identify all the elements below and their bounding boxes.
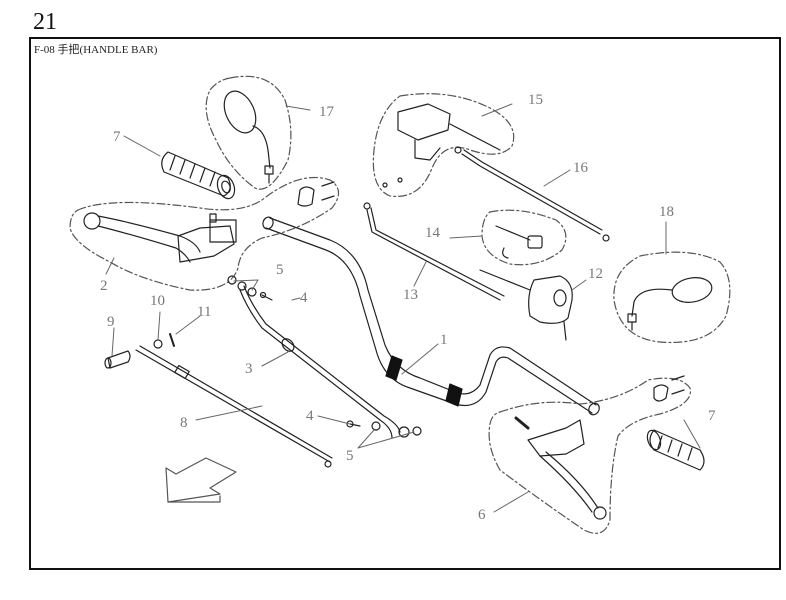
left-grip-part[interactable] [161,151,238,201]
washer-upper-part[interactable] [227,275,257,297]
callout-14: 14 [425,225,441,241]
throttle-housing-part[interactable] [372,93,515,198]
left-mirror-part[interactable] [205,75,292,190]
right-mirror-part[interactable] [613,251,731,344]
callout-17: 17 [319,104,335,120]
diagram-title: F-08 手把(HANDLE BAR) [34,44,158,56]
callout-5-upper: 5 [276,262,284,278]
pin-part[interactable] [104,350,131,369]
callout-11: 11 [197,304,211,320]
leader-lines [105,103,701,513]
callout-3: 3 [245,361,253,377]
front-direction-arrow-icon [165,457,237,503]
handle-bar-part[interactable] [261,216,601,417]
callout-8: 8 [180,415,188,431]
callout-18: 18 [659,204,674,220]
cable-13-part[interactable] [363,202,505,301]
callout-5-lower: 5 [346,448,354,464]
callout-6: 6 [478,507,486,523]
switch-housing-part[interactable] [479,269,573,341]
clutch-lever-assembly-part[interactable] [69,176,340,291]
cotter-pin-part[interactable] [169,333,175,347]
switch-14-part[interactable] [481,209,567,266]
callout-13: 13 [403,287,418,303]
washer-lower-part[interactable] [371,421,422,436]
callout-2: 2 [100,278,108,294]
clutch-cable-part[interactable] [135,345,333,468]
callout-4-lower: 4 [306,408,314,424]
callout-15: 15 [528,92,543,108]
bolt-upper-part[interactable] [259,291,273,301]
callout-1: 1 [440,332,448,348]
throttle-cable-part[interactable] [454,146,610,242]
washer-small-part[interactable] [153,339,163,349]
callout-7-left: 7 [113,129,121,145]
diagram-frame [29,37,781,570]
bolt-lower-part[interactable] [346,420,361,428]
callout-4-upper: 4 [300,290,308,306]
brake-hose-part[interactable] [237,281,410,439]
callout-12: 12 [588,266,603,282]
callout-labels: 1 2 3 4 4 5 5 6 7 7 8 9 10 11 12 13 14 1… [100,92,716,523]
front-brake-lever-part[interactable] [488,375,692,534]
callout-16: 16 [573,160,589,176]
page-number: 21 [33,9,57,35]
right-grip-part[interactable] [645,429,705,471]
callout-7-right: 7 [708,408,716,424]
callout-9: 9 [107,314,115,330]
callout-10: 10 [150,293,165,309]
